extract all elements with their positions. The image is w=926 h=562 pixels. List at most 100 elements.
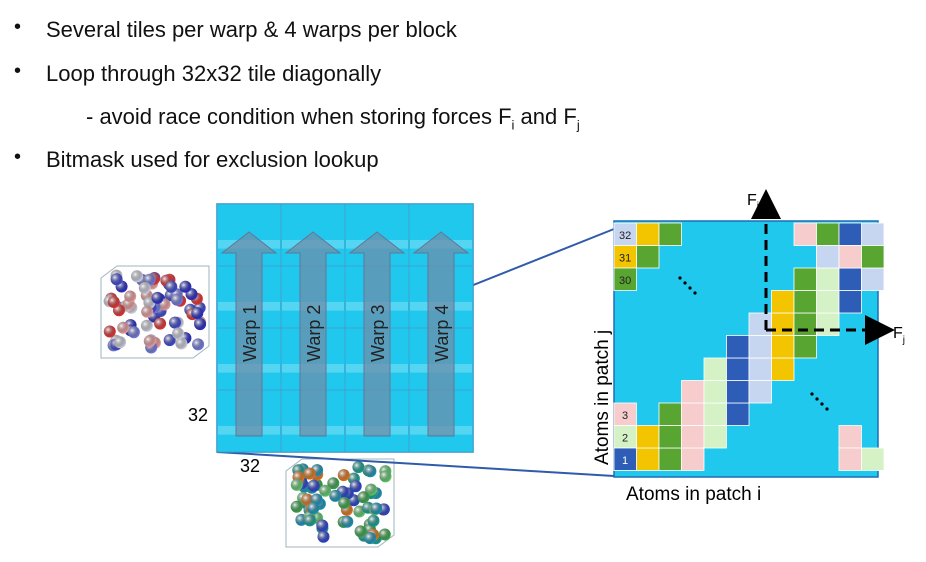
tile-cell bbox=[816, 222, 840, 246]
bullet-dot: • bbox=[14, 146, 22, 168]
bullet-2: • Loop through 32x32 tile diagonally bbox=[14, 60, 382, 87]
atom-shine bbox=[290, 478, 303, 491]
atom-shine bbox=[303, 514, 316, 527]
tile-cell bbox=[838, 245, 862, 269]
tile-cell bbox=[703, 425, 727, 449]
atom-shine bbox=[110, 273, 123, 286]
atom-shine bbox=[124, 290, 137, 303]
bullet-3: • Bitmask used for exclusion lookup bbox=[14, 146, 379, 173]
left-side-label: 32 bbox=[188, 405, 208, 425]
tile-cell bbox=[681, 447, 705, 471]
tile-cell bbox=[748, 335, 772, 359]
bullet-dot: • bbox=[14, 16, 22, 38]
tile-cell bbox=[838, 222, 862, 246]
tile-cell bbox=[726, 335, 750, 359]
warp-arrow-4: Warp 4 bbox=[412, 231, 470, 437]
tile-cell bbox=[861, 267, 885, 291]
tile-cell bbox=[771, 335, 795, 359]
molecule-box bbox=[100, 265, 210, 359]
row-number-label: 1 bbox=[622, 455, 628, 467]
atom-shine bbox=[290, 500, 303, 513]
warp-arrow-1: Warp 1 bbox=[220, 231, 278, 437]
tile-cell bbox=[636, 425, 660, 449]
atom-shine bbox=[192, 338, 205, 351]
atom-shine bbox=[143, 335, 156, 348]
tile-cell bbox=[816, 267, 840, 291]
tile-cell bbox=[681, 425, 705, 449]
atom-shine bbox=[191, 307, 204, 320]
tile-cell bbox=[816, 312, 840, 336]
tile-cell bbox=[793, 335, 817, 359]
atom-shine bbox=[370, 502, 383, 515]
atom-shine bbox=[327, 477, 340, 490]
atom-shine bbox=[341, 515, 354, 528]
warp-label: Warp 3 bbox=[368, 305, 388, 362]
warp-arrow-shape bbox=[348, 231, 406, 437]
atom-shine bbox=[138, 282, 151, 294]
bullet-1-text: Several tiles per warp & 4 warps per blo… bbox=[46, 17, 457, 42]
atom-shine bbox=[171, 293, 183, 306]
atom-shine bbox=[378, 528, 391, 541]
tile-cell bbox=[838, 425, 862, 449]
atom-shine bbox=[307, 479, 320, 492]
warp-label: Warp 4 bbox=[432, 305, 452, 362]
tile-cell bbox=[658, 447, 682, 471]
atom-shine bbox=[114, 336, 127, 349]
tile-cell bbox=[793, 222, 817, 246]
bullet-2-text: Loop through 32x32 tile diagonally bbox=[46, 61, 382, 86]
atom-shine bbox=[317, 530, 330, 543]
tile-cell bbox=[838, 447, 862, 471]
tile-cell bbox=[816, 290, 840, 314]
warp-arrow-shape bbox=[220, 231, 278, 437]
tile-cell bbox=[658, 402, 682, 426]
sub-bullet-text-2: and F bbox=[514, 104, 577, 129]
atom-shine bbox=[127, 326, 140, 339]
atom-shine bbox=[338, 496, 351, 509]
atom-shine bbox=[303, 467, 316, 480]
tile-cell bbox=[703, 402, 727, 426]
tile-cell bbox=[861, 222, 885, 246]
tile-cell bbox=[658, 222, 682, 246]
tile-cell bbox=[636, 245, 660, 269]
warp-label: Warp 1 bbox=[240, 305, 260, 362]
subscript-i: i bbox=[511, 117, 515, 133]
tile-cell bbox=[658, 425, 682, 449]
atom-shine bbox=[379, 470, 392, 483]
atom-shine bbox=[151, 291, 164, 304]
atom-shine bbox=[352, 461, 365, 474]
tile-cell bbox=[681, 380, 705, 404]
bullet-dot: • bbox=[14, 60, 22, 82]
atom-shine bbox=[107, 296, 120, 308]
molecule-bottom-image bbox=[285, 458, 395, 548]
force-j-label: Fj bbox=[893, 325, 905, 346]
warp-arrow-3: Warp 3 bbox=[348, 231, 406, 437]
atom-shine bbox=[301, 493, 314, 506]
tile-cell bbox=[816, 245, 840, 269]
warp-arrow-shape bbox=[412, 231, 470, 437]
tile-cell bbox=[861, 447, 885, 471]
molecule-top-image bbox=[100, 265, 210, 359]
force-i-label: Fi bbox=[747, 192, 759, 212]
warp-arrow-2: Warp 2 bbox=[284, 231, 342, 437]
atom-shine bbox=[141, 305, 154, 318]
atom-shine bbox=[172, 327, 185, 340]
warp-arrows: Warp 1 Warp 2 Warp 3 Warp 4 bbox=[220, 231, 470, 437]
subscript-j: j bbox=[576, 117, 580, 133]
warp-label: Warp 2 bbox=[304, 305, 324, 362]
tile-cell bbox=[726, 380, 750, 404]
atom-shine bbox=[357, 491, 370, 504]
atom-shine bbox=[154, 317, 167, 330]
tile-cell bbox=[748, 380, 772, 404]
tile-cell bbox=[726, 357, 750, 381]
tile-cell bbox=[793, 290, 817, 314]
tile-cell bbox=[613, 447, 637, 471]
molecule-box bbox=[285, 458, 395, 548]
ellipsis-dots-lower bbox=[810, 392, 829, 411]
atom-shine bbox=[165, 280, 178, 293]
atom-shine bbox=[329, 489, 342, 502]
atom-shine bbox=[307, 502, 320, 515]
y-axis-label: Atoms in patch j bbox=[592, 330, 613, 465]
atom-shine bbox=[337, 469, 350, 482]
